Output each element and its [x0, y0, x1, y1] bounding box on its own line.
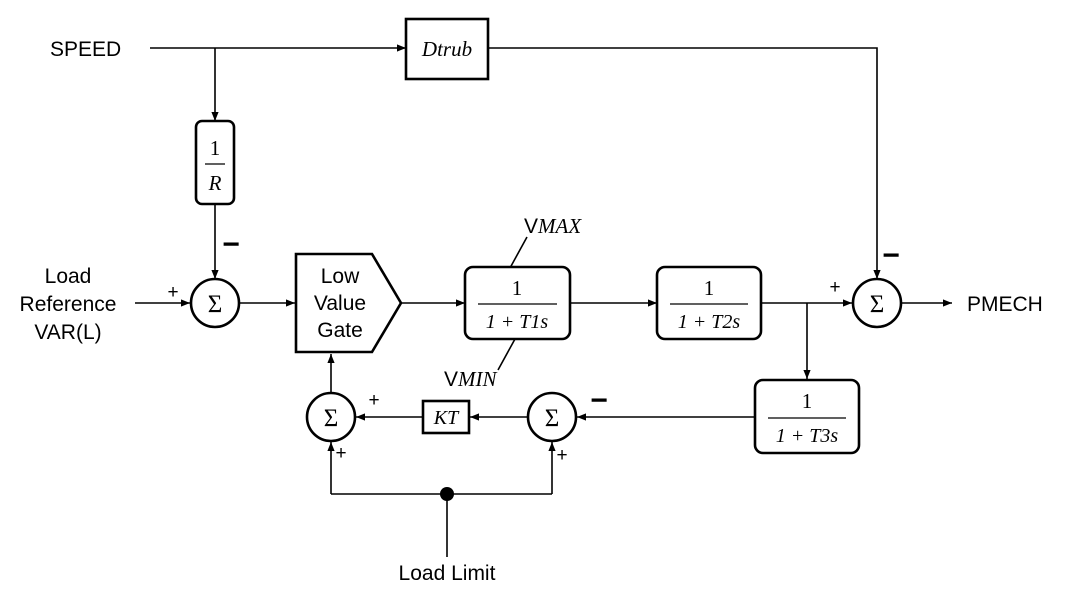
sum-junction-3: Σ [526, 391, 578, 443]
sum-junction-1: Σ [189, 277, 241, 329]
inverse-r-block: 1 R [194, 119, 236, 206]
tf3-numerator: 1 [802, 389, 813, 413]
speed-label: SPEED [50, 38, 121, 61]
sum1-plus-sign: + [167, 282, 178, 303]
dtrub-block-label: Dtrub [421, 37, 472, 61]
sum-junction-2: Σ [305, 391, 357, 443]
pmech-label: PMECH [967, 293, 1043, 316]
sum-junction-final: Σ [851, 277, 903, 329]
sum1-minus-sign: − [222, 228, 240, 261]
tf2-denominator: 1 + T2s [678, 311, 741, 333]
transfer-function-t2-block: 1 1 + T2s [655, 265, 763, 341]
tf1-numerator: 1 [512, 276, 523, 300]
transfer-function-t1-block: 1 1 + T1s [463, 265, 572, 341]
final-sum-minus-sign: − [882, 239, 900, 272]
vmax-label: VMAX [524, 214, 582, 238]
final-sum-plus-sign: + [829, 277, 840, 298]
low-value-gate-block: Low Value Gate [294, 252, 403, 354]
sum-junction-2-symbol: Σ [324, 405, 339, 432]
load-reference-label-line2: Reference [20, 293, 117, 316]
sum-junction-1-symbol: Σ [208, 291, 223, 318]
sum-junction-3-symbol: Σ [545, 405, 560, 432]
dtrub-block: Dtrub [404, 17, 490, 81]
tf1-denominator: 1 + T1s [486, 311, 549, 333]
load-limit-label: Load Limit [399, 562, 496, 585]
load-limit-junction-dot [440, 487, 454, 501]
sum2-plus-sign-right: + [368, 390, 379, 411]
lvg-label-line2: Value [314, 292, 366, 315]
tf2-numerator: 1 [704, 276, 715, 300]
vmin-label: VMIN [444, 367, 498, 391]
transfer-function-t3-block: 1 1 + T3s [753, 378, 861, 455]
lvg-label-line1: Low [321, 265, 360, 288]
tf3-denominator: 1 + T3s [776, 425, 839, 447]
wire-dtrub-to-final-sum [488, 47, 881, 279]
vmax-leader [509, 236, 528, 269]
sum3-plus-sign: + [556, 445, 567, 466]
lvg-label-line3: Gate [317, 319, 363, 342]
sum3-minus-sign: − [590, 384, 608, 417]
sum2-plus-sign-bottom: + [335, 443, 346, 464]
load-reference-label-line3: VAR(L) [34, 321, 101, 344]
kt-gain-block: KT [421, 399, 471, 435]
kt-label: KT [433, 407, 460, 429]
inverse-r-denominator: R [208, 171, 222, 195]
vmin-leader [497, 338, 516, 371]
inverse-r-numerator: 1 [210, 136, 221, 160]
load-reference-label-line1: Load [45, 265, 92, 288]
sum-junction-final-symbol: Σ [870, 291, 885, 318]
